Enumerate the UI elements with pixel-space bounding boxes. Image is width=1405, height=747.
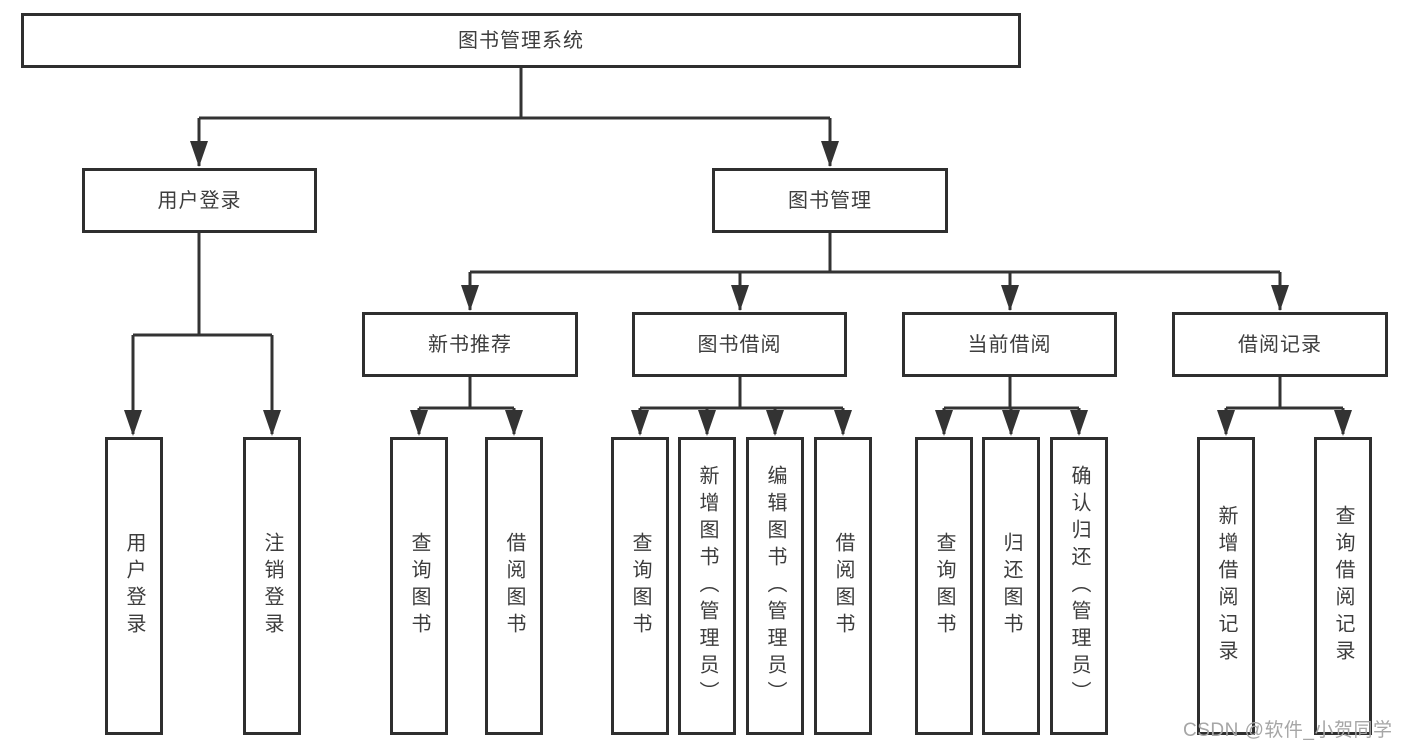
leaf-add-books-admin: 新增图书（管理员） <box>678 437 736 735</box>
node-borrow-record: 借阅记录 <box>1172 312 1388 377</box>
node-book-management: 图书管理 <box>712 168 948 233</box>
leaf-current-query-books: 查询图书 <box>915 437 973 735</box>
node-new-book-recommend: 新书推荐 <box>362 312 578 377</box>
node-root-system: 图书管理系统 <box>21 13 1021 68</box>
leaf-logout: 注销登录 <box>243 437 301 735</box>
arrowhead-icons <box>124 141 1352 436</box>
csdn-watermark: CSDN @软件_小贺同学 <box>1183 720 1393 741</box>
leaf-query-borrow-record: 查询借阅记录 <box>1314 437 1372 735</box>
leaf-recommend-query-books: 查询图书 <box>390 437 448 735</box>
leaf-borrow-query-books: 查询图书 <box>611 437 669 735</box>
leaf-confirm-return-admin: 确认归还（管理员） <box>1050 437 1108 735</box>
leaf-borrow-books: 借阅图书 <box>814 437 872 735</box>
node-current-borrow: 当前借阅 <box>902 312 1117 377</box>
node-book-borrow: 图书借阅 <box>632 312 847 377</box>
leaf-return-books: 归还图书 <box>982 437 1040 735</box>
node-user-login: 用户登录 <box>82 168 317 233</box>
leaf-edit-books-admin: 编辑图书（管理员） <box>746 437 804 735</box>
connector-strokes <box>131 68 1345 434</box>
leaf-add-borrow-record: 新增借阅记录 <box>1197 437 1255 735</box>
leaf-user-login: 用户登录 <box>105 437 163 735</box>
leaf-recommend-borrow-books: 借阅图书 <box>485 437 543 735</box>
